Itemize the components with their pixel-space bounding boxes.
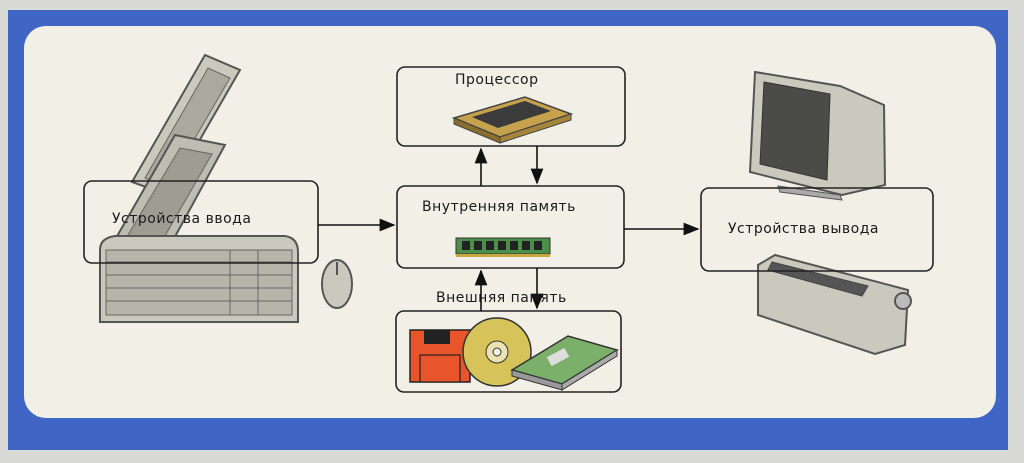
processor-label: Процессор — [455, 72, 539, 88]
external-memory-label: Внешняя память — [436, 290, 567, 306]
keyboard-icon — [99, 235, 299, 323]
flow-arrows — [318, 146, 700, 311]
internal-memory-label: Внутренняя память — [422, 199, 576, 215]
output-devices-label: Устройства вывода — [728, 221, 879, 237]
input-devices-box — [83, 180, 319, 264]
internal-memory-box — [396, 185, 625, 269]
output-devices-box — [700, 187, 934, 272]
input-devices-label: Устройства ввода — [112, 211, 252, 227]
ram-module-icon — [455, 237, 551, 257]
monitor-icon — [748, 70, 887, 201]
hard-drive-icon — [510, 335, 619, 391]
printer-icon — [757, 253, 912, 356]
mouse-icon — [321, 259, 353, 309]
cpu-chip-icon — [451, 96, 574, 144]
floppy-disk-icon — [409, 329, 471, 383]
